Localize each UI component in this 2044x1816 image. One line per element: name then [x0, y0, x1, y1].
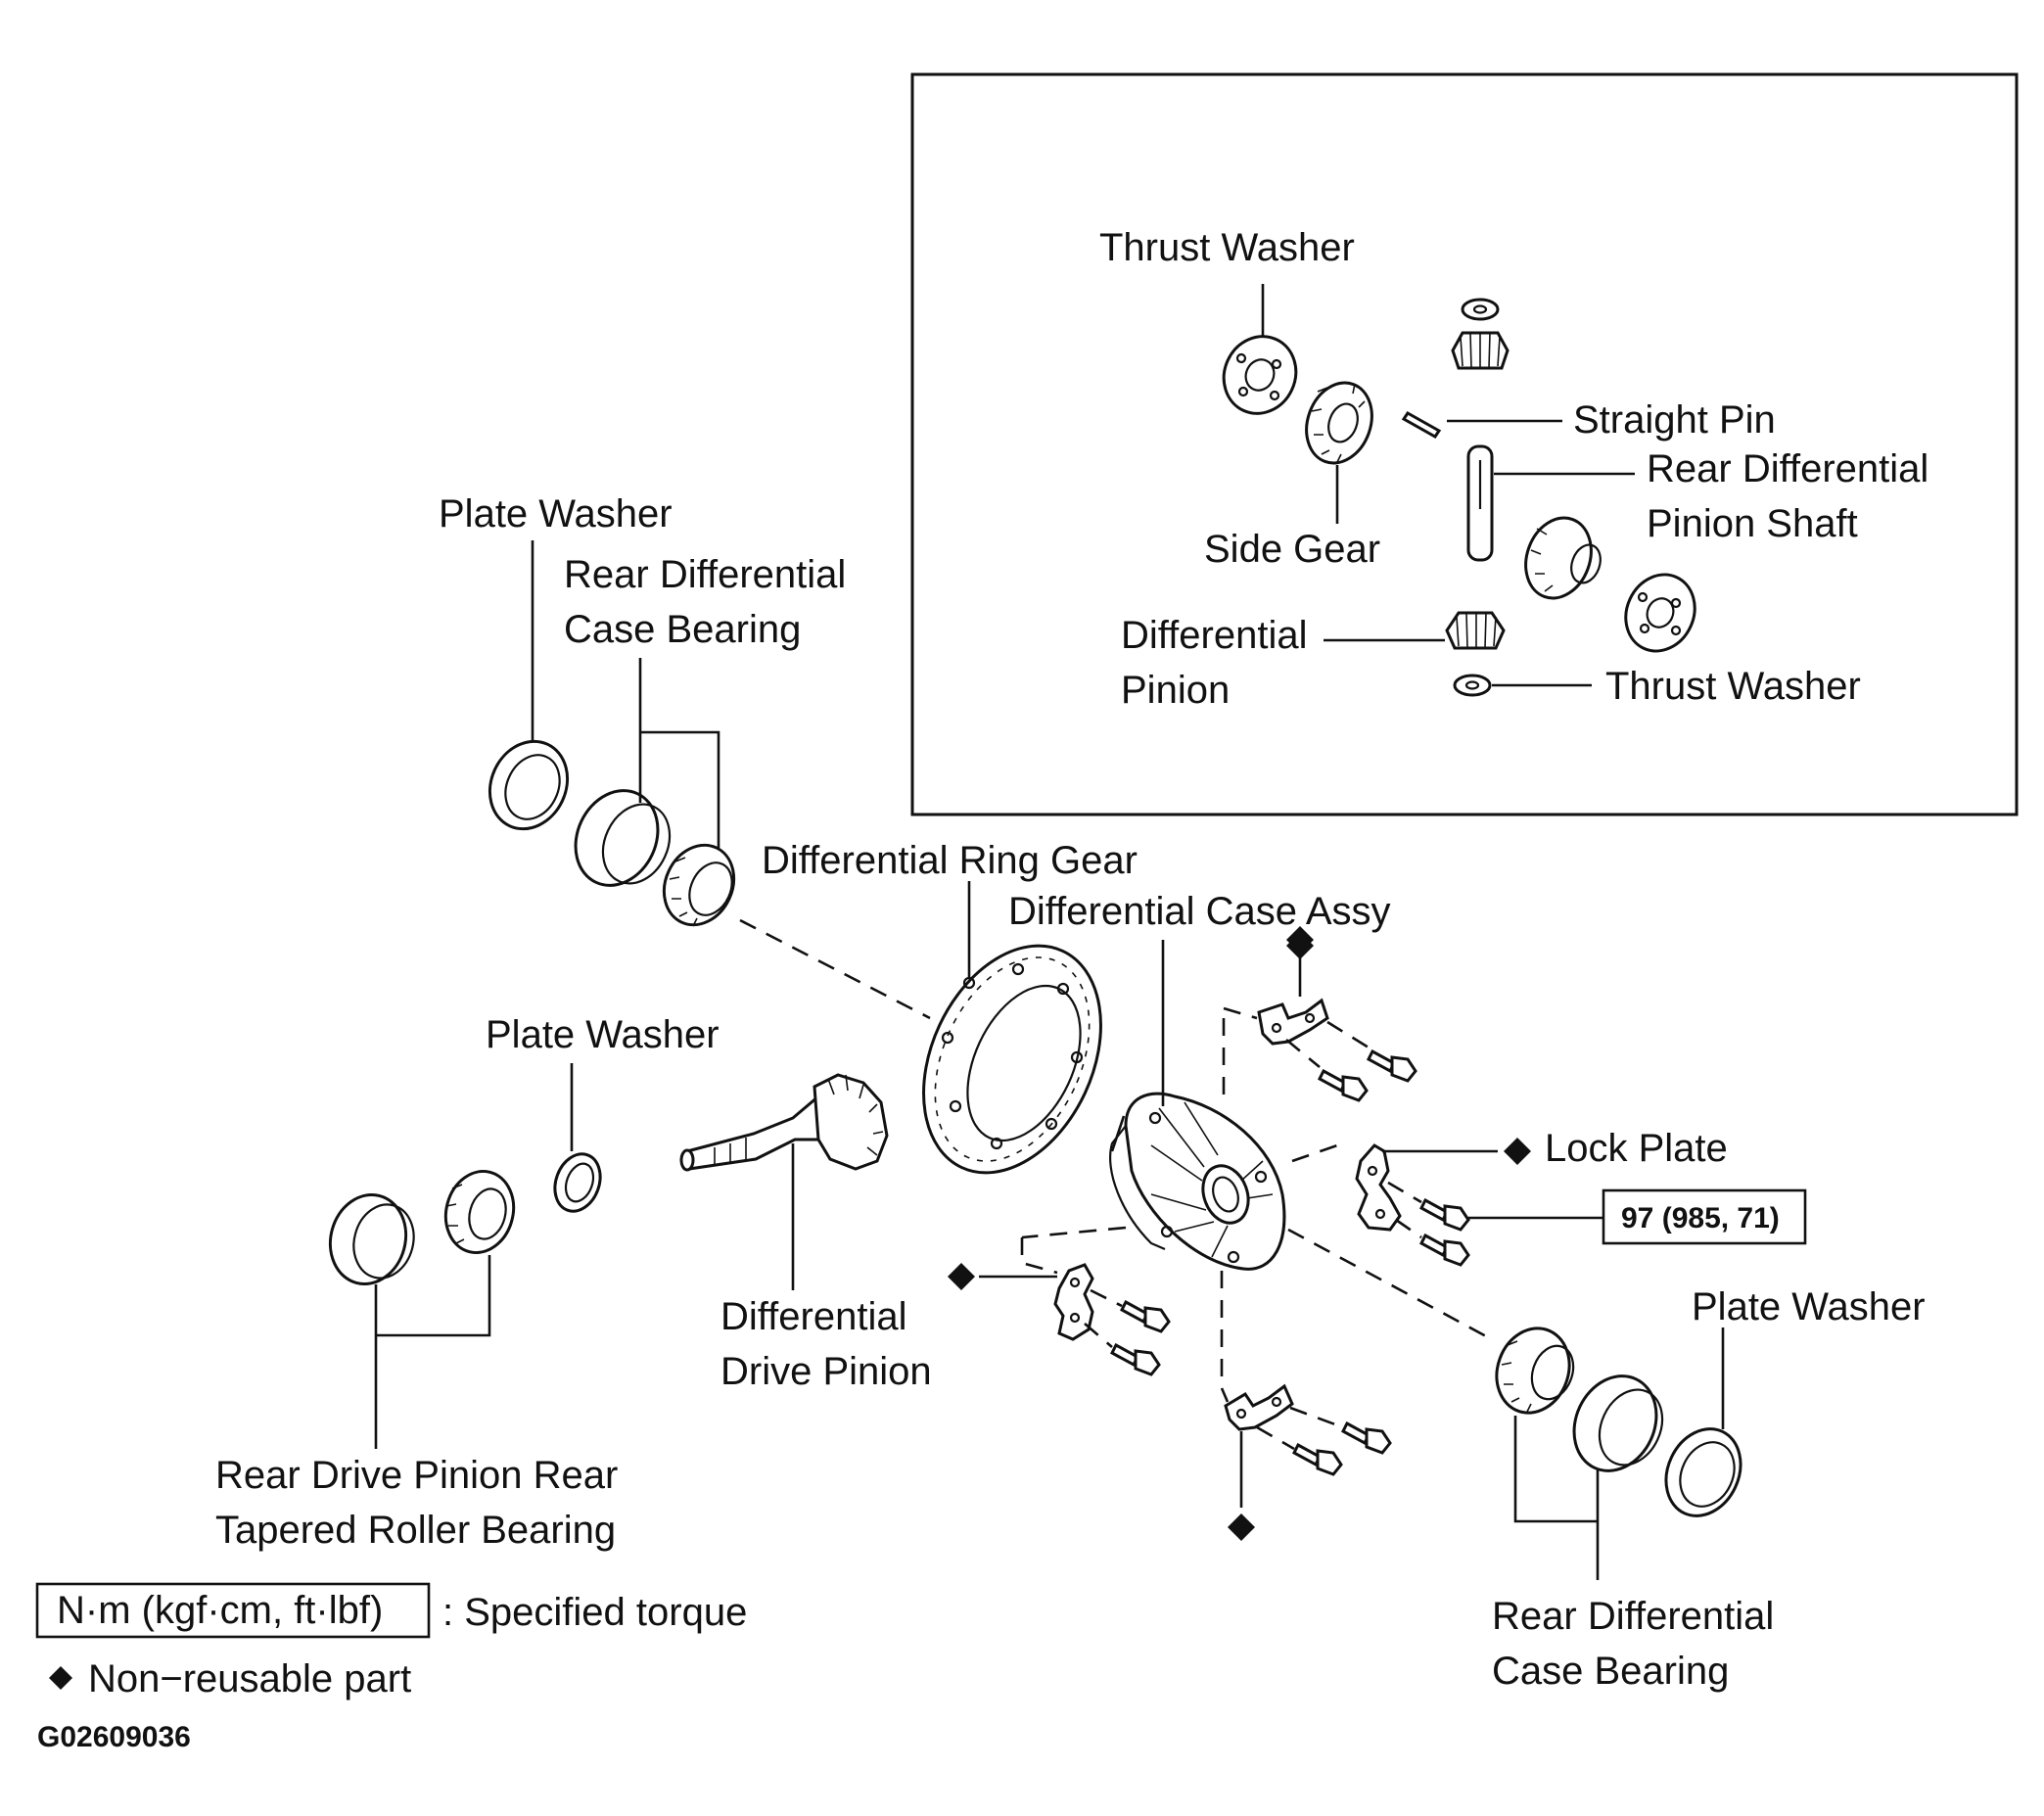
lock-plate-upper [1257, 998, 1329, 1046]
inset-thrust-washer-bottom-label: Thrust Washer [1605, 665, 1861, 708]
pinion-bearing-label-2: Tapered Roller Bearing [215, 1509, 616, 1552]
plate-washer-middle [553, 1152, 602, 1213]
bolt-left-2 [1110, 1342, 1161, 1376]
bolt-left-1 [1120, 1299, 1171, 1333]
case-bearing-bottom-label-1: Rear Differential [1492, 1595, 1774, 1638]
lock-plate-right [1355, 1143, 1402, 1232]
lock-plate-label: Lock Plate [1545, 1127, 1728, 1170]
inset-pinion-shaft-label-1: Rear Differential [1647, 447, 1928, 490]
inset-pinion-shaft-label-2: Pinion Shaft [1647, 502, 1858, 545]
drive-pinion-label-1: Differential [720, 1295, 906, 1338]
legend-diamond-icon [49, 1666, 72, 1690]
lock-plate-bottom [1224, 1383, 1294, 1431]
legend-non-reusable: Non−reusable part [88, 1657, 411, 1700]
case-bearing-cone-lower [1495, 1327, 1575, 1415]
inset-thrust-washer-right [1624, 573, 1696, 653]
inset-diff-pinion-label-2: Pinion [1121, 669, 1230, 712]
torque-box [1602, 1188, 1807, 1245]
case-bearing-cup-upper [574, 789, 672, 887]
differential-ring-gear [922, 944, 1102, 1175]
inset-side-gear [1305, 381, 1373, 465]
figure-id: G02609036 [37, 1721, 191, 1753]
plate-washer-mid-label: Plate Washer [486, 1013, 720, 1056]
bolt-bottom-1 [1341, 1420, 1392, 1455]
lock-plate-left [1053, 1263, 1094, 1341]
plate-washer-upper [488, 739, 570, 831]
inset-straight-pin [1401, 411, 1442, 439]
bolt-right-1 [1419, 1197, 1470, 1232]
case-bearing-cup-lower [1572, 1374, 1664, 1472]
legend-torque-unit: N·m (kgf·cm, ft·lbf) [57, 1589, 383, 1632]
plate-washer-right-label: Plate Washer [1692, 1285, 1926, 1328]
pinion-bearing-label-1: Rear Drive Pinion Rear [215, 1454, 618, 1497]
inset-side-gear-right [1524, 516, 1602, 600]
bolt-upper-2 [1318, 1068, 1369, 1102]
drive-pinion-label-2: Drive Pinion [720, 1350, 932, 1393]
torque-value: 97 (985, 71) [1621, 1202, 1780, 1234]
bolt-bottom-2 [1292, 1442, 1343, 1476]
case-bearing-top-label-2: Case Bearing [564, 608, 801, 651]
inset-thrust-washer-top [1222, 335, 1298, 415]
inset-pinion-shaft [1466, 444, 1494, 562]
inset-differential-pinion [1445, 611, 1506, 650]
bolt-right-2 [1419, 1233, 1470, 1267]
inset-thrust-washer-top-label: Thrust Washer [1099, 226, 1355, 269]
case-bearing-cone-upper [662, 843, 736, 927]
inset-straight-pin-label: Straight Pin [1573, 398, 1776, 442]
upper-differential-pinion [1451, 298, 1510, 370]
bolt-upper-1 [1367, 1048, 1417, 1083]
differential-drive-pinion [679, 1073, 889, 1172]
case-bearing-top-label-1: Rear Differential [564, 553, 846, 596]
legend-torque-desc: : Specified torque [442, 1591, 747, 1634]
case-assy-label: Differential Case Assy [1008, 890, 1391, 933]
ring-gear-label: Differential Ring Gear [762, 839, 1138, 882]
pinion-bearing-cone [443, 1169, 516, 1255]
plate-washer-top-label: Plate Washer [439, 492, 673, 535]
inset-side-gear-label: Side Gear [1204, 528, 1380, 571]
differential-case-assy [1109, 1092, 1286, 1271]
plate-washer-lower [1664, 1427, 1742, 1517]
legend-torque-box [35, 1582, 431, 1639]
inset-box [910, 72, 2019, 816]
inset-small-thrust-washer [1453, 674, 1492, 697]
pinion-bearing-cup [328, 1192, 415, 1286]
inset-diff-pinion-label-1: Differential [1121, 614, 1307, 657]
case-bearing-bottom-label-2: Case Bearing [1492, 1650, 1729, 1693]
